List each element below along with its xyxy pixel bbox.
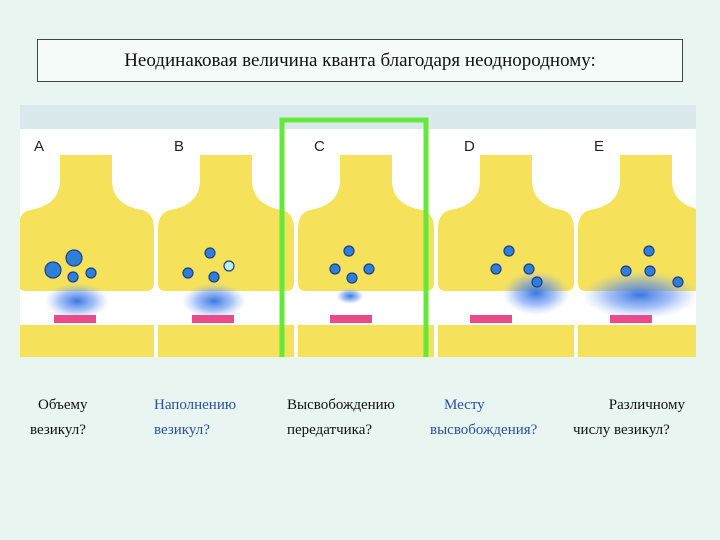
caption-a-line1: Объему <box>38 397 88 413</box>
panel-label-a: A <box>34 138 44 155</box>
panel-a: A <box>18 138 154 357</box>
panel-b: B <box>158 138 294 357</box>
caption-a: Объему везикул? <box>30 393 88 443</box>
receptor-c <box>330 315 372 323</box>
vesicle-c1 <box>343 245 355 257</box>
vesicle-e1 <box>643 245 655 257</box>
postsynaptic-d <box>438 325 574 357</box>
postsynaptic-b <box>158 325 294 357</box>
figure-top-band <box>20 105 696 129</box>
synapse-figure: A B C D <box>18 105 714 383</box>
panel-label-d: D <box>464 138 475 155</box>
vesicle-b1 <box>204 247 216 259</box>
synapse-diagram: A B C D <box>18 105 714 383</box>
release-cloud-e <box>582 271 698 319</box>
caption-c: Высвобождению передатчика? <box>287 393 395 443</box>
caption-d-line1: Месту <box>444 397 485 413</box>
presynaptic-terminal-a <box>18 155 154 291</box>
caption-e-line2: числу везикул? <box>573 422 670 438</box>
panel-e: E <box>578 138 714 357</box>
vesicle-c3 <box>346 272 358 284</box>
presynaptic-terminal-b <box>158 155 294 291</box>
vesicle-a1 <box>65 249 83 267</box>
receptor-e <box>610 315 652 323</box>
caption-c-line2: передатчика? <box>287 422 373 438</box>
vesicle-a4 <box>85 267 97 279</box>
postsynaptic-c <box>298 325 434 357</box>
caption-d-line2: высвобождения? <box>430 422 538 438</box>
title-text: Неодинаковая величина кванта благодаря н… <box>124 49 596 71</box>
presynaptic-terminal-e <box>578 155 714 291</box>
panel-label-e: E <box>594 138 604 155</box>
release-cloud-d <box>502 271 570 315</box>
caption-a-line2: везикул? <box>30 422 86 438</box>
panel-d: D <box>438 138 574 357</box>
caption-b: Наполнению везикул? <box>154 393 236 443</box>
vesicle-d4 <box>531 276 543 288</box>
release-cloud-c <box>336 288 364 304</box>
panel-label-c: C <box>314 138 325 155</box>
vesicle-c2 <box>329 263 341 275</box>
postsynaptic-a <box>18 325 154 357</box>
caption-b-line2: везикул? <box>154 422 210 438</box>
vesicle-d2 <box>490 263 502 275</box>
release-cloud-a <box>45 283 109 319</box>
caption-e: Различному числу везикул? <box>573 393 685 443</box>
vesicle-e4 <box>672 276 684 288</box>
caption-c-line1: Высвобождению <box>287 397 395 413</box>
vesicle-b3 <box>208 271 220 283</box>
vesicle-a3 <box>67 271 79 283</box>
caption-e-line1: Различному <box>608 397 685 413</box>
receptor-d <box>470 315 512 323</box>
vesicle-c4 <box>363 263 375 275</box>
vesicle-b4 <box>223 260 235 272</box>
receptor-b <box>192 315 234 323</box>
vesicle-a2 <box>44 261 62 279</box>
caption-d: Месту высвобождения? <box>430 393 537 443</box>
panel-c: C <box>298 138 434 357</box>
panel-label-b: B <box>174 138 184 155</box>
vesicle-e3 <box>644 265 656 277</box>
caption-b-line1: Наполнению <box>154 397 237 413</box>
presynaptic-terminal-d <box>438 155 574 291</box>
receptor-a <box>54 315 96 323</box>
vesicle-d1 <box>503 245 515 257</box>
vesicle-d3 <box>523 263 535 275</box>
vesicle-e2 <box>620 265 632 277</box>
presynaptic-terminal-c <box>298 155 434 291</box>
release-cloud-b <box>182 283 246 319</box>
vesicle-b2 <box>182 267 194 279</box>
postsynaptic-e <box>578 325 714 357</box>
title-box: Неодинаковая величина кванта благодаря н… <box>37 39 683 82</box>
